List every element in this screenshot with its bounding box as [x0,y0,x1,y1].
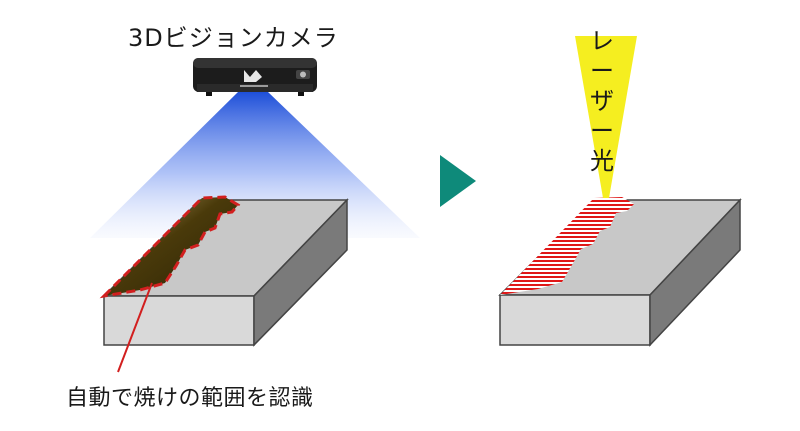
right-triangle-arrow-icon [440,155,476,207]
right-block-front [499,294,651,346]
right-scene [498,36,742,347]
3d-camera-icon [193,58,317,96]
pointer-line [117,282,153,373]
left-scene [90,58,420,373]
recognize-caption: 自動で焼けの範囲を認識 [66,386,314,411]
camera-title: 3Dビジョンカメラ [128,24,339,52]
laser-beam [575,36,637,198]
laser-label: レーザー光 [590,27,614,175]
left-block-side [253,198,348,347]
left-block-front [103,295,255,346]
burn-area-outline [99,195,241,299]
laser-treated-area [500,197,634,295]
right-block-side [649,198,741,347]
